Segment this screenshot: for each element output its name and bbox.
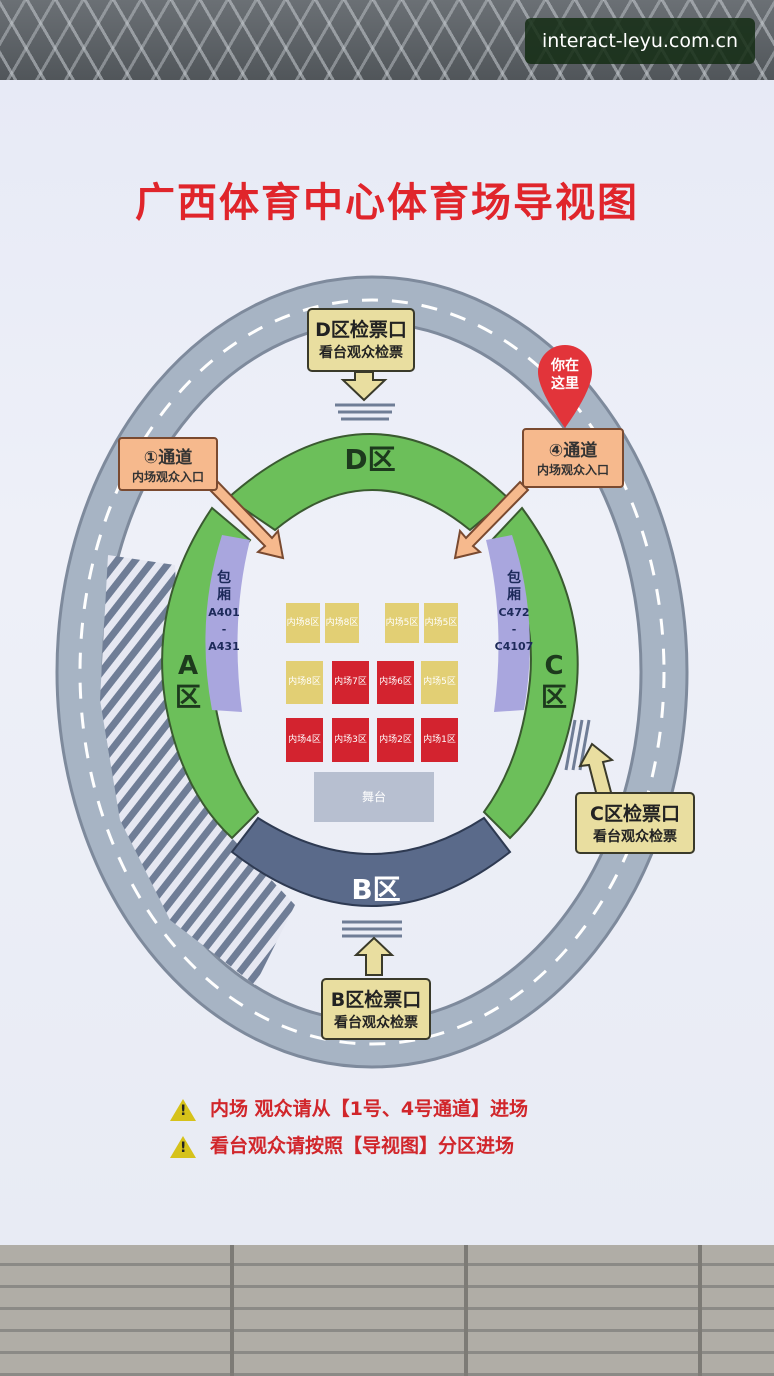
- you-are-here-pin: [538, 345, 592, 428]
- gate-b-stripes: [342, 920, 402, 938]
- notice-floor: 内场 观众请从【1号、4号通道】进场: [170, 1094, 528, 1121]
- gate-d-arrow: [340, 371, 388, 402]
- box-c-label: 包 厢 C472 - C4107: [494, 570, 534, 653]
- zone-d-label: D区: [344, 443, 396, 476]
- notice-stands: 看台观众请按照【导视图】分区进场: [170, 1131, 514, 1158]
- seat-block: 内场2区: [377, 718, 414, 762]
- seat-block: 内场5区: [421, 661, 458, 704]
- seat-block: 内场1区: [421, 718, 458, 762]
- stage: 舞台: [314, 772, 434, 822]
- warning-icon: [170, 1098, 196, 1121]
- gate-c-arrow: [578, 742, 615, 802]
- zone-b-label: B区: [351, 873, 401, 906]
- seat-block: 内场6区: [377, 661, 414, 704]
- box-a-label: 包 厢 A401 - A431: [208, 570, 240, 653]
- seat-block: 内场5区: [424, 603, 458, 643]
- gate-b-sign: B区检票口 看台观众检票: [321, 978, 431, 1040]
- gate-d-sign: D区检票口 看台观众检票: [307, 308, 415, 372]
- gate-d-stripes: [335, 403, 395, 421]
- box-a: [205, 535, 250, 712]
- pavement-joints: [0, 1245, 774, 1376]
- gate-c-sign: C区检票口 看台观众检票: [575, 792, 695, 854]
- ring-road-outer-edge: [55, 275, 689, 1069]
- passage-4-arrow: [453, 480, 530, 560]
- you-are-here-label: 你在这里: [551, 358, 579, 392]
- passage-1-sign: ①通道 内场观众入口: [118, 437, 218, 491]
- passage-1-arrow: [208, 480, 285, 560]
- watermark: interact-leyu.com.cn: [525, 18, 755, 64]
- passage-4-sign: ④通道 内场观众入口: [522, 428, 624, 488]
- seat-block: 内场5区: [385, 603, 419, 643]
- seat-block: 内场4区: [286, 718, 323, 762]
- map-title: 广西体育中心体育场导视图: [135, 180, 639, 226]
- ring-road-dash: [78, 298, 666, 1046]
- zone-b-stand: [230, 816, 512, 907]
- seat-block: 内场3区: [332, 718, 369, 762]
- gate-b-arrow: [353, 936, 395, 976]
- seat-block: 内场8区: [325, 603, 359, 643]
- seat-block: 内场7区: [332, 661, 369, 704]
- box-c: [486, 535, 530, 712]
- warning-icon: [170, 1135, 196, 1158]
- seat-block: 内场8区: [286, 661, 323, 704]
- seat-block: 内场8区: [286, 603, 320, 643]
